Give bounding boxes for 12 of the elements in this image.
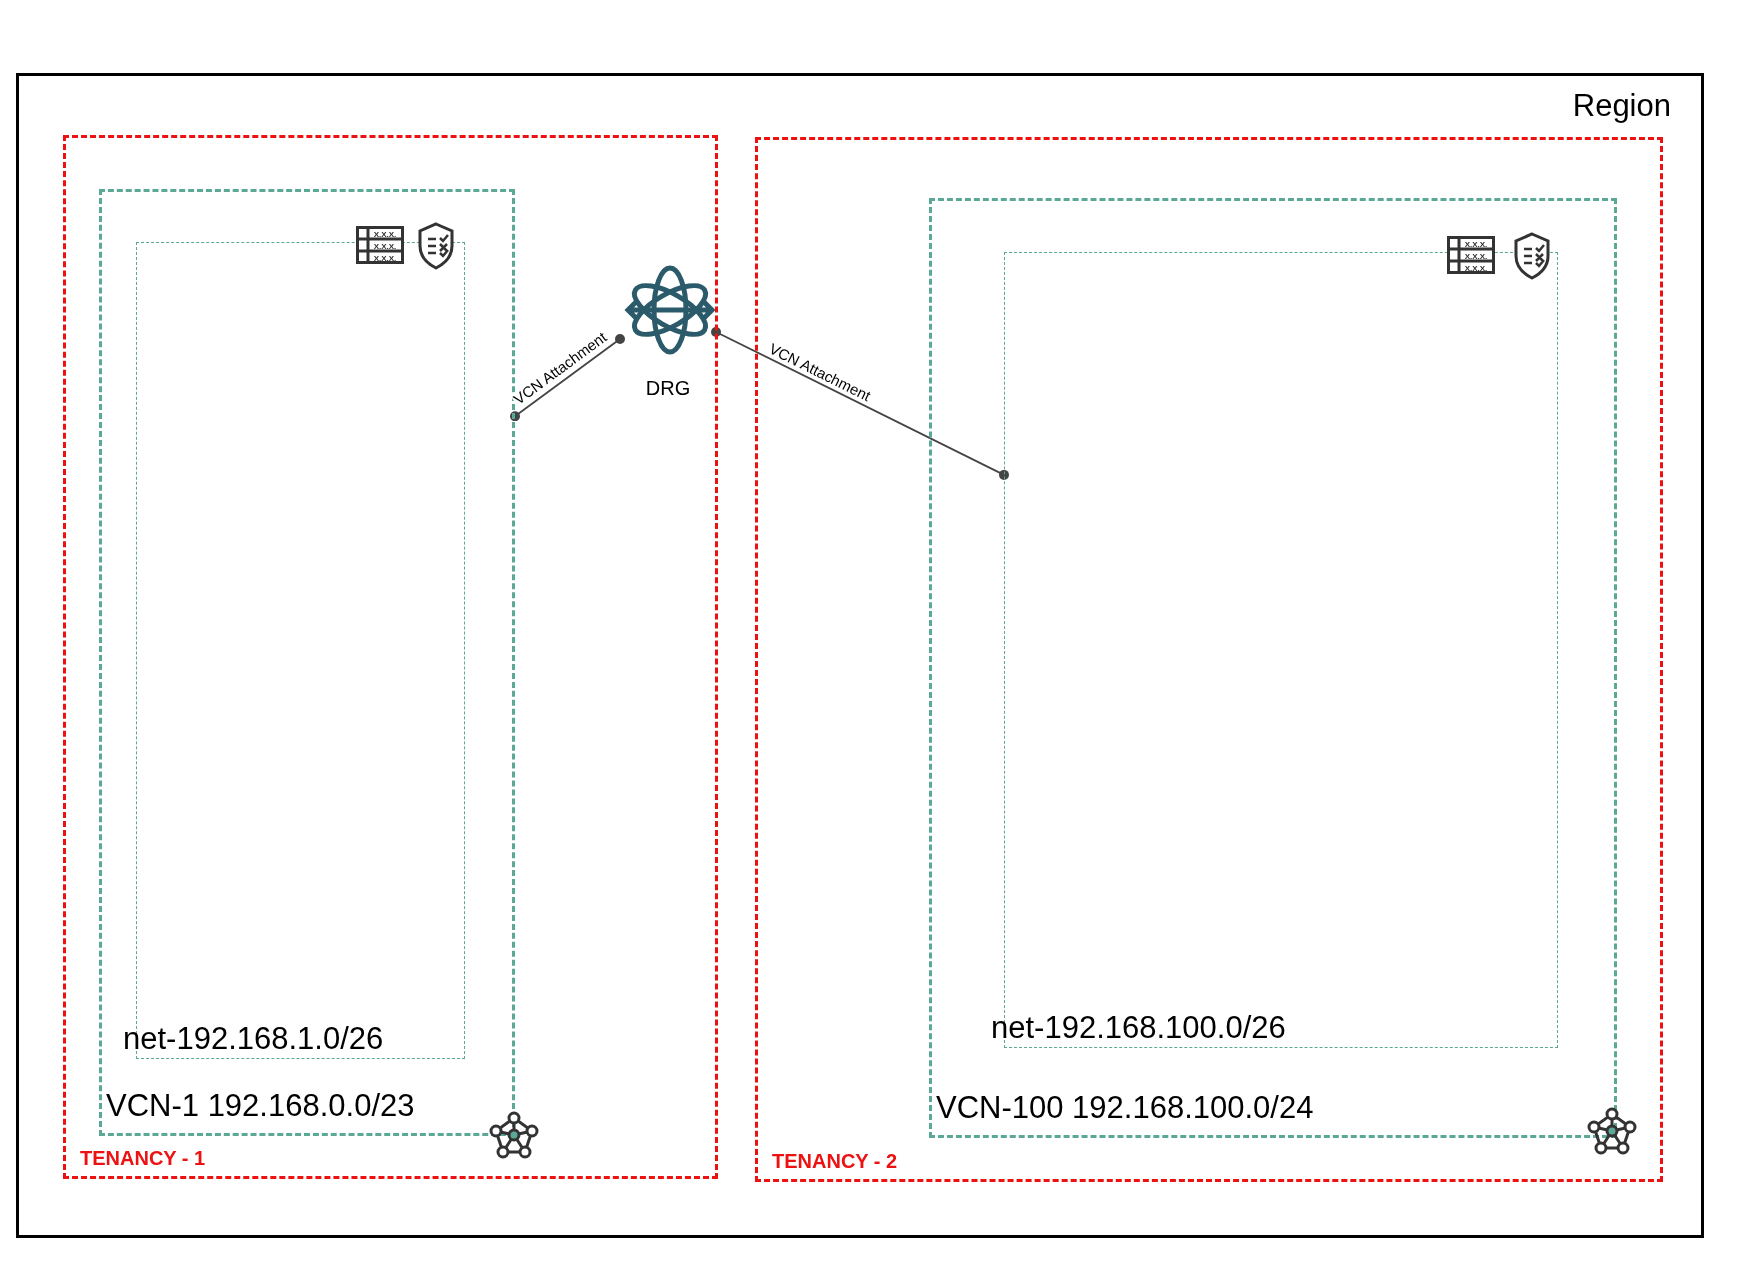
gateway-label: DRG: [645, 378, 691, 398]
route-table-icon: X.X.X. X.X.X. X.X.X.: [356, 226, 404, 264]
tenancy-label: TENANCY - 1: [80, 1148, 206, 1168]
connector-line: [510, 334, 625, 422]
subnet-label: net-192.168.1.0/26: [123, 1023, 384, 1054]
route-table-icon: X.X.X. X.X.X. X.X.X.: [1447, 236, 1495, 274]
vcn-label: VCN-1 192.168.0.0/23: [106, 1090, 415, 1121]
connector-line: [711, 327, 1009, 480]
vcn-label: VCN-100 192.168.100.0/24: [936, 1092, 1314, 1123]
subnet-label: net-192.168.100.0/26: [991, 1012, 1286, 1043]
tenancy-label: TENANCY - 2: [772, 1151, 898, 1171]
region-title: Region: [1572, 90, 1671, 121]
